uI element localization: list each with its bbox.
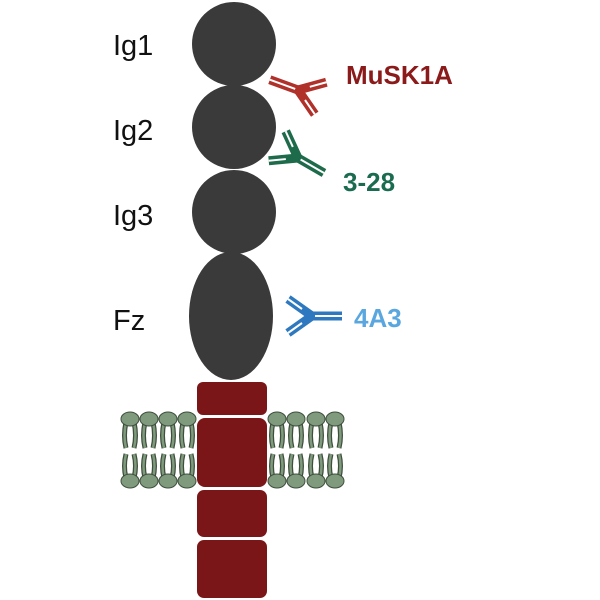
tm-block-4 (197, 540, 267, 598)
musk1a-antibody-icon (264, 64, 326, 114)
tm-block-3 (197, 490, 267, 537)
ab-3-28-antibody-icon (269, 131, 333, 187)
label-ig2: Ig2 (113, 115, 153, 147)
label-3-28: 3-28 (343, 167, 395, 197)
domain-fz (189, 252, 273, 380)
tm-block-1 (197, 382, 267, 415)
ab-4a3-antibody-icon (288, 299, 342, 333)
label-musk1a: MuSK1A (346, 60, 453, 90)
label-fz: Fz (113, 305, 145, 337)
label-ig1: Ig1 (113, 30, 153, 62)
domain-ig1 (192, 2, 276, 86)
domain-ig3 (192, 170, 276, 254)
extracellular-domains (189, 2, 276, 380)
label-4a3: 4A3 (354, 303, 402, 333)
domain-ig2 (192, 85, 276, 169)
transmembrane-blocks (197, 382, 267, 598)
label-ig3: Ig3 (113, 200, 153, 232)
tm-block-2 (197, 418, 267, 487)
